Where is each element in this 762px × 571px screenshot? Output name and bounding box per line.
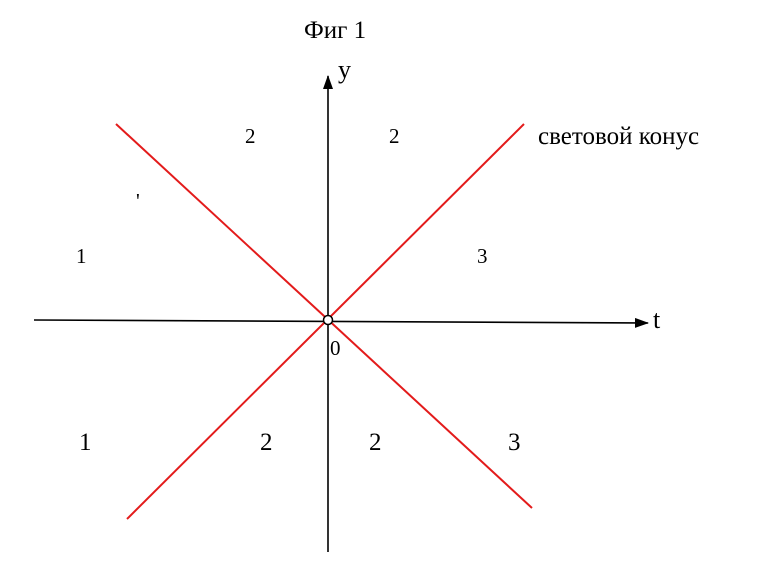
t-axis-label: t [653,305,661,334]
region-label-upper-right: 3 [477,244,488,268]
region-label-upper-future-left: 2 [245,124,256,148]
t-axis [33,317,649,328]
region-label-lower-left: 1 [79,429,92,456]
stray-mark: ' [136,189,140,213]
light-cone-label: световой конус [538,123,699,150]
origin-point [322,314,334,326]
y-axis-label: y [338,55,351,84]
region-label-lower-past-left: 2 [260,429,273,456]
region-label-lower-past-right: 2 [369,429,382,456]
region-label-upper-left: 1 [76,244,87,268]
figure-title: Фиг 1 [304,17,366,44]
region-label-lower-right: 3 [508,429,521,456]
origin-label: 0 [330,336,341,360]
region-label-upper-future-right: 2 [389,124,400,148]
light-cone-line-descending [115,123,533,509]
